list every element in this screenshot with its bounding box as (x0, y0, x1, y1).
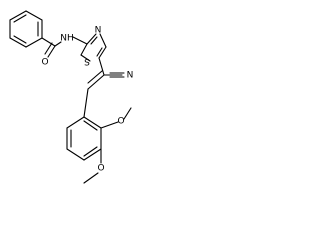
dimethoxyphenyl-ring (66, 116, 102, 161)
benzoyl-ring (9, 10, 43, 48)
nitrile-nitrogen-label: N (127, 71, 134, 81)
ring-sulfur-label: S (84, 59, 90, 69)
methoxy-bonds (83, 107, 132, 184)
amide-bonds (41, 36, 88, 58)
methoxy-oxygen-2-label: O (97, 164, 104, 174)
chemical-structure: O NH N S N O O (9, 10, 134, 184)
methoxy-oxygen-1-label: O (117, 117, 124, 127)
vinyl-nitrile-linker (83, 57, 123, 118)
ring-nitrogen-1-label: N (95, 26, 102, 36)
thiadiazole-ring (80, 33, 107, 62)
amide-nh-label: NH (60, 34, 74, 44)
carbonyl-oxygen-label: O (41, 58, 48, 68)
